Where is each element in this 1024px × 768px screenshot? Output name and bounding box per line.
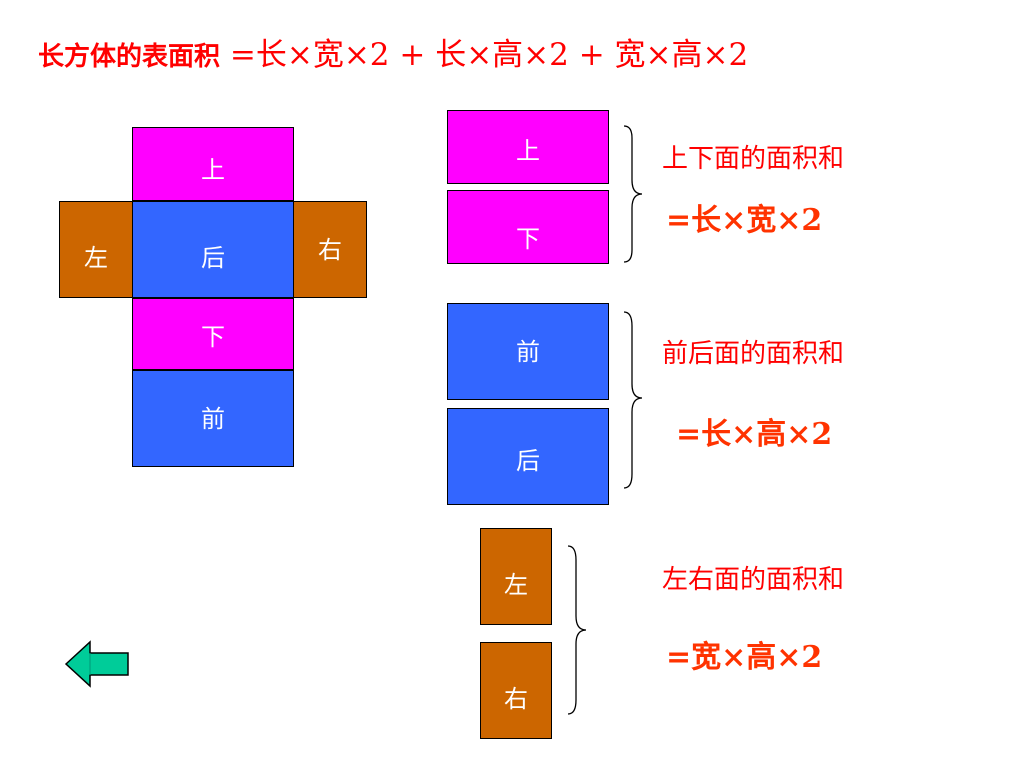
net-face-right: 右	[293, 201, 367, 298]
net-face-front: 前	[132, 370, 294, 467]
pair-face-bottom: 下	[447, 190, 609, 264]
pair-face-top-label: 上	[516, 137, 540, 165]
pair-face-back-label: 后	[516, 447, 540, 475]
pair-face-bottom-label: 下	[516, 225, 540, 253]
brace-icon	[623, 125, 643, 263]
net-face-left-label: 左	[84, 244, 108, 272]
pair-front-back-formula: =长×高×2	[676, 417, 833, 452]
pair-face-right-label: 右	[504, 685, 528, 713]
pair-face-front: 前	[447, 303, 609, 400]
pair-face-left: 左	[480, 528, 552, 625]
pair-face-top: 上	[447, 110, 609, 184]
title-formula: =长×宽×2 + 长×高×2 + 宽×高×2	[220, 37, 749, 73]
net-face-front-label: 前	[201, 405, 225, 433]
pair-face-front-label: 前	[516, 338, 540, 366]
net-face-right-label: 右	[318, 236, 342, 264]
net-face-left: 左	[59, 201, 133, 298]
left-arrow-icon[interactable]	[64, 640, 132, 688]
net-face-back-label: 后	[201, 244, 225, 272]
net-face-back: 后	[132, 201, 294, 298]
page-title: 长方体的表面积 =长×宽×2 + 长×高×2 + 宽×高×2	[38, 40, 748, 71]
net-face-top-label: 上	[201, 156, 225, 184]
pair-front-back-label: 前后面的面积和	[662, 339, 845, 369]
pair-left-right-formula: =宽×高×2	[666, 640, 823, 675]
net-face-bottom: 下	[132, 298, 294, 370]
pair-top-bottom-formula: =长×宽×2	[666, 203, 823, 238]
brace-icon	[567, 545, 587, 715]
pair-left-right-label: 左右面的面积和	[662, 565, 845, 595]
net-face-top: 上	[132, 127, 294, 201]
net-face-bottom-label: 下	[201, 323, 225, 351]
brace-icon	[623, 311, 643, 489]
pair-face-right: 右	[480, 642, 552, 739]
title-lead: 长方体的表面积	[38, 42, 221, 72]
pair-face-left-label: 左	[504, 571, 528, 599]
pair-face-back: 后	[447, 408, 609, 505]
pair-top-bottom-label: 上下面的面积和	[662, 144, 845, 174]
